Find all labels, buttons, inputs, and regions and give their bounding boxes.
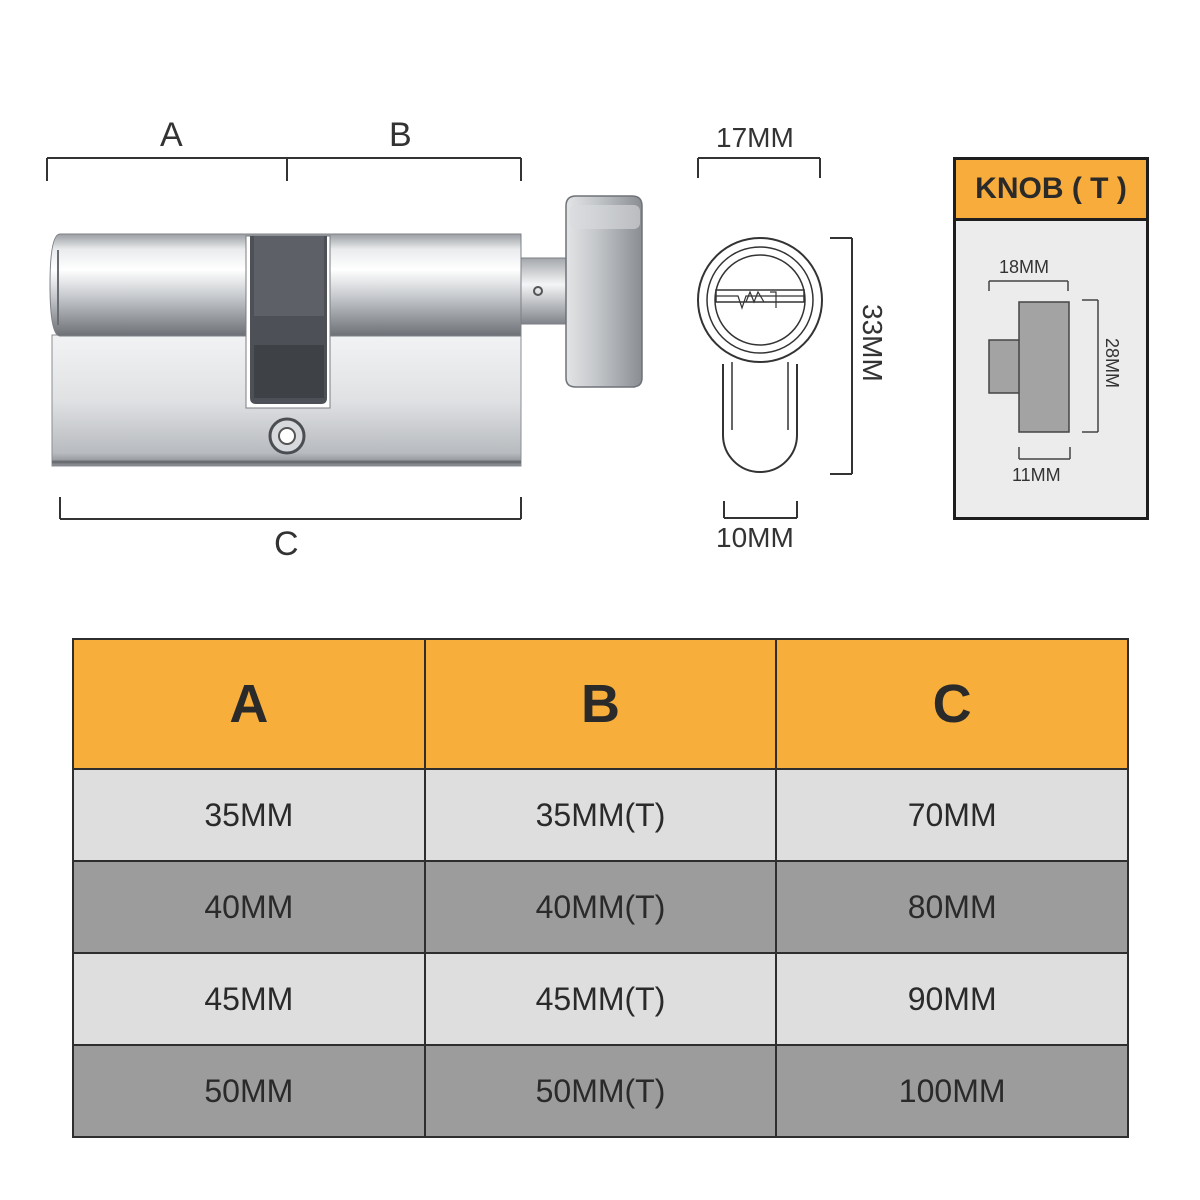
knob-dim-top: 18MM	[999, 257, 1050, 277]
table-row: 40MM 40MM(T) 80MM	[72, 860, 1129, 954]
cell-c: 100MM	[775, 1044, 1129, 1138]
cell-c: 70MM	[775, 768, 1129, 862]
cell-a: 40MM	[72, 860, 426, 954]
label-a: A	[160, 116, 183, 154]
knob-profile-drawing	[988, 280, 1099, 460]
cell-c: 80MM	[775, 860, 1129, 954]
header-a: A	[72, 638, 426, 770]
knob-head-block	[1018, 301, 1070, 433]
knob-dim-bottom: 11MM	[1012, 465, 1061, 485]
table-row: 50MM 50MM(T) 100MM	[72, 1044, 1129, 1138]
profile-outline	[722, 364, 798, 473]
knob-dimension-panel: KNOB ( T ) 18MM 28MM 11MM	[953, 157, 1149, 520]
cell-b: 50MM(T)	[423, 1044, 778, 1138]
label-b: B	[389, 116, 412, 154]
cell-c: 90MM	[775, 952, 1129, 1046]
cylinder-end-view	[697, 157, 853, 519]
knob-title: KNOB ( T )	[956, 160, 1146, 221]
dimension-bracket-a-b	[46, 157, 522, 181]
cell-b: 35MM(T)	[423, 768, 778, 862]
knob-shaft	[519, 257, 573, 325]
label-width-10mm: 10MM	[716, 522, 794, 553]
dimension-bracket-c	[59, 497, 522, 520]
cell-b: 45MM(T)	[423, 952, 778, 1046]
knob-spindle	[988, 339, 1022, 394]
table-row: 45MM 45MM(T) 90MM	[72, 952, 1129, 1046]
cell-a: 45MM	[72, 952, 426, 1046]
size-table: A B C 35MM 35MM(T) 70MM 40MM 40MM(T) 80M…	[72, 638, 1129, 1138]
label-c: C	[274, 525, 299, 563]
cell-a: 50MM	[72, 1044, 426, 1138]
table-row: 35MM 35MM(T) 70MM	[72, 768, 1129, 862]
cell-b: 40MM(T)	[423, 860, 778, 954]
label-width-17mm: 17MM	[716, 122, 794, 153]
label-height-33mm: 33MM	[857, 304, 888, 382]
fixing-screw-hole	[268, 417, 306, 455]
keyway	[715, 289, 805, 303]
thumb-turn-knob	[565, 195, 643, 388]
header-b: B	[423, 638, 778, 770]
cylinder-side-view	[46, 157, 643, 520]
cell-a: 35MM	[72, 768, 426, 862]
knob-dim-right: 28MM	[1102, 338, 1122, 389]
header-c: C	[775, 638, 1129, 770]
size-table-header: A B C	[72, 638, 1129, 770]
